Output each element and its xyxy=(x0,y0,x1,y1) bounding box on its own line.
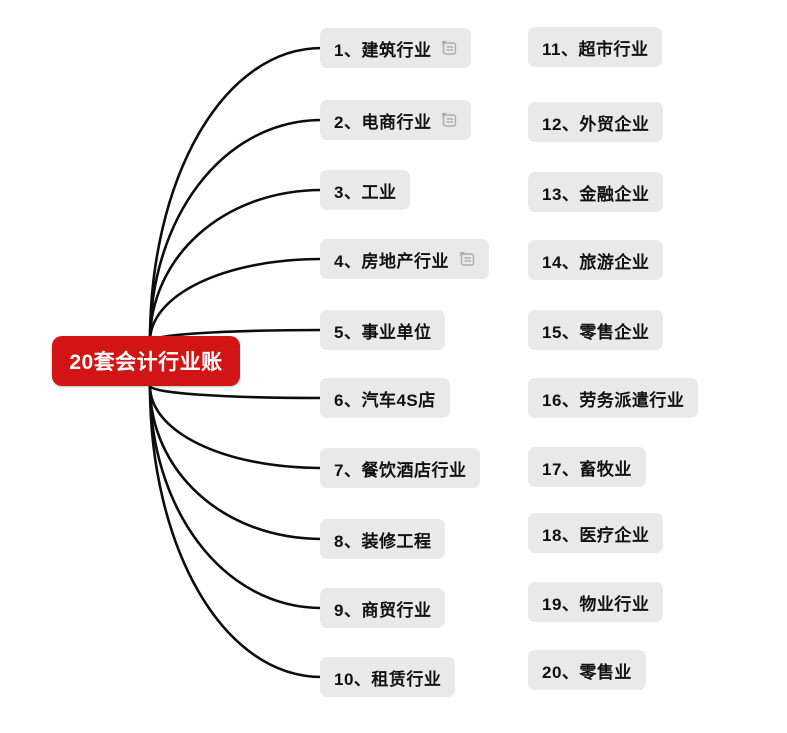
topic-1[interactable]: 1、建筑行业 xyxy=(320,28,472,68)
note-icon[interactable] xyxy=(440,112,457,128)
topic-14[interactable]: 14、旅游企业 xyxy=(528,240,664,280)
topic-3[interactable]: 3、工业 xyxy=(320,170,411,210)
topic-12[interactable]: 12、外贸企业 xyxy=(528,102,664,142)
topic-16-label: 16、劳务派遣行业 xyxy=(542,390,685,410)
topic-8[interactable]: 8、装修工程 xyxy=(320,519,446,559)
topic-5[interactable]: 5、事业单位 xyxy=(320,310,446,350)
branch-line-7 xyxy=(148,384,324,470)
note-icon[interactable] xyxy=(458,251,475,267)
topic-13-label: 13、金融企业 xyxy=(542,184,650,204)
root-topic[interactable]: 20套会计行业账 xyxy=(52,336,240,386)
topic-15[interactable]: 15、零售企业 xyxy=(528,310,664,350)
topic-11-label: 11、超市行业 xyxy=(542,39,649,59)
topic-10[interactable]: 10、租赁行业 xyxy=(320,657,456,697)
root-topic-label: 20套会计行业账 xyxy=(69,351,223,374)
topic-2[interactable]: 2、电商行业 xyxy=(320,100,472,140)
branch-line-3 xyxy=(148,188,324,343)
topic-11[interactable]: 11、超市行业 xyxy=(528,27,663,67)
branch-line-10 xyxy=(148,384,324,679)
topic-9-label: 9、商贸行业 xyxy=(334,600,432,620)
topic-18-label: 18、医疗企业 xyxy=(542,525,650,545)
topic-18[interactable]: 18、医疗企业 xyxy=(528,513,664,553)
topic-3-label: 3、工业 xyxy=(334,182,397,202)
topic-20[interactable]: 20、零售业 xyxy=(528,650,646,690)
topic-5-label: 5、事业单位 xyxy=(334,322,432,342)
topic-19[interactable]: 19、物业行业 xyxy=(528,582,664,622)
branch-line-8 xyxy=(148,384,324,541)
topic-9[interactable]: 9、商贸行业 xyxy=(320,588,446,628)
note-icon[interactable] xyxy=(440,40,457,56)
branch-line-6 xyxy=(148,384,324,400)
topic-16[interactable]: 16、劳务派遣行业 xyxy=(528,378,699,418)
topic-15-label: 15、零售企业 xyxy=(542,322,650,342)
topic-4[interactable]: 4、房地产行业 xyxy=(320,239,489,279)
topic-6[interactable]: 6、汽车4S店 xyxy=(320,378,450,418)
topic-12-label: 12、外贸企业 xyxy=(542,114,650,134)
topic-10-label: 10、租赁行业 xyxy=(334,669,442,689)
topic-1-label: 1、建筑行业 xyxy=(334,40,432,60)
topic-17-label: 17、畜牧业 xyxy=(542,459,632,479)
topic-14-label: 14、旅游企业 xyxy=(542,252,650,272)
topic-17[interactable]: 17、畜牧业 xyxy=(528,447,646,487)
topic-6-label: 6、汽车4S店 xyxy=(334,390,436,410)
topic-8-label: 8、装修工程 xyxy=(334,531,432,551)
topic-2-label: 2、电商行业 xyxy=(334,112,432,132)
topic-13[interactable]: 13、金融企业 xyxy=(528,172,664,212)
branch-line-4 xyxy=(148,257,324,343)
topic-7-label: 7、餐饮酒店行业 xyxy=(334,460,467,480)
topic-7[interactable]: 7、餐饮酒店行业 xyxy=(320,448,481,488)
topic-19-label: 19、物业行业 xyxy=(542,594,650,614)
branch-line-2 xyxy=(148,118,324,343)
topic-20-label: 20、零售业 xyxy=(542,662,632,682)
branch-line-1 xyxy=(148,46,324,343)
branch-line-9 xyxy=(148,384,324,610)
topic-4-label: 4、房地产行业 xyxy=(334,251,449,271)
